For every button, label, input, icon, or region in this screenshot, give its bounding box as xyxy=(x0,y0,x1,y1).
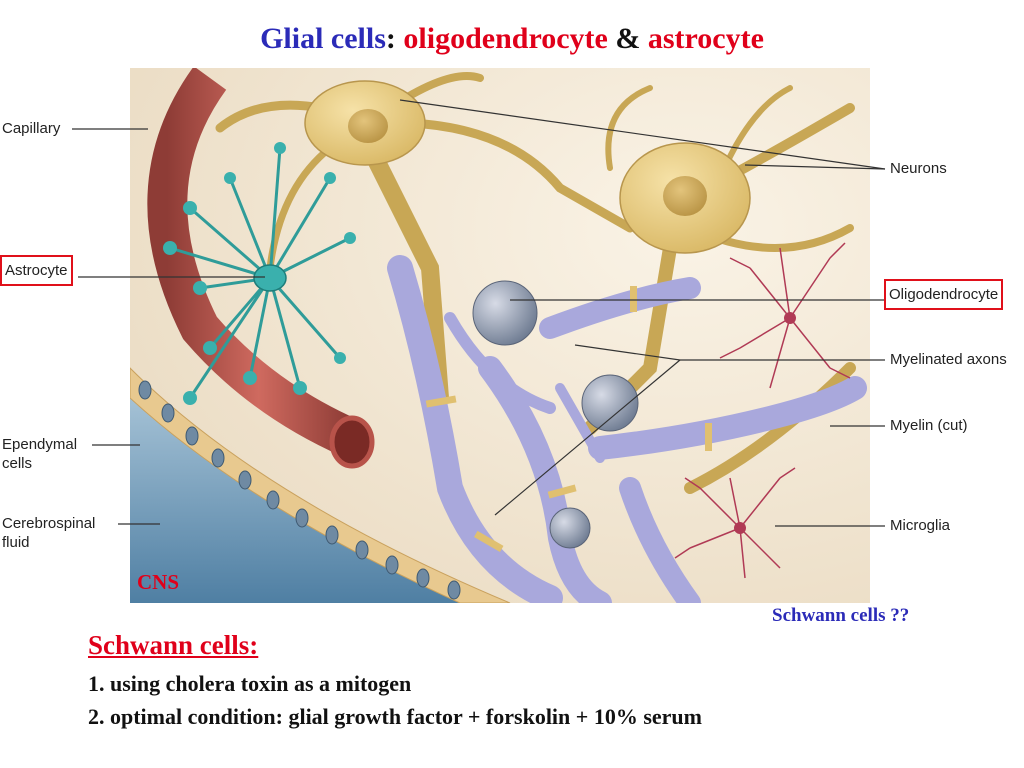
csf-region xyxy=(130,388,460,603)
ependymal-layer xyxy=(130,367,511,603)
oligodendrocyte-3 xyxy=(549,507,591,549)
neuron-nucleus-2 xyxy=(663,176,707,216)
label-microglia: Microglia xyxy=(890,517,951,534)
capillary xyxy=(147,68,359,457)
oligodendrocyte-2 xyxy=(581,374,639,432)
title-ampersand: & xyxy=(615,22,641,55)
capillary-opening xyxy=(329,415,375,469)
astrocyte-soma xyxy=(253,264,287,292)
schwann-point-2: 2. optimal condition: glial growth facto… xyxy=(88,704,702,729)
label-myelinated-axons: Myelinated axons xyxy=(890,351,1007,368)
label-neurons: Neurons xyxy=(890,160,947,177)
schwann-cells-question: Schwann cells ?? xyxy=(772,605,910,626)
title-oligodendrocyte: oligodendrocyte xyxy=(403,22,608,55)
glial-cells-illustration xyxy=(130,68,870,603)
neuron-nucleus-1 xyxy=(348,109,388,143)
oligodendrocyte-1 xyxy=(472,280,538,346)
label-ependymal-cells: Ependymal cells xyxy=(2,436,78,472)
microglia-soma-1 xyxy=(784,312,796,324)
cns-label: CNS xyxy=(137,570,180,594)
schwann-cells-heading: Schwann cells: xyxy=(88,630,259,660)
astrocyte-endfeet xyxy=(163,142,356,405)
microglia xyxy=(674,242,851,579)
schwann-point-1: 1. using cholera toxin as a mitogen xyxy=(88,671,412,696)
microglia-soma-2 xyxy=(734,522,746,534)
label-cerebrospinal-fluid: Cerebrospinal fluid xyxy=(2,515,96,551)
label-oligodendrocyte: Oligodendrocyte xyxy=(884,279,1004,310)
label-capillary: Capillary xyxy=(2,120,61,137)
label-myelin-cut: Myelin (cut) xyxy=(890,417,968,434)
title-astrocyte: astrocyte xyxy=(647,22,764,55)
title-glial-cells: Glial cells xyxy=(260,22,386,55)
title-colon: : xyxy=(385,22,396,55)
page-title: Glial cells: oligodendrocyte & astrocyte xyxy=(0,22,1024,56)
ependymal-nuclei xyxy=(138,380,461,600)
label-astrocyte: Astrocyte xyxy=(0,255,73,286)
